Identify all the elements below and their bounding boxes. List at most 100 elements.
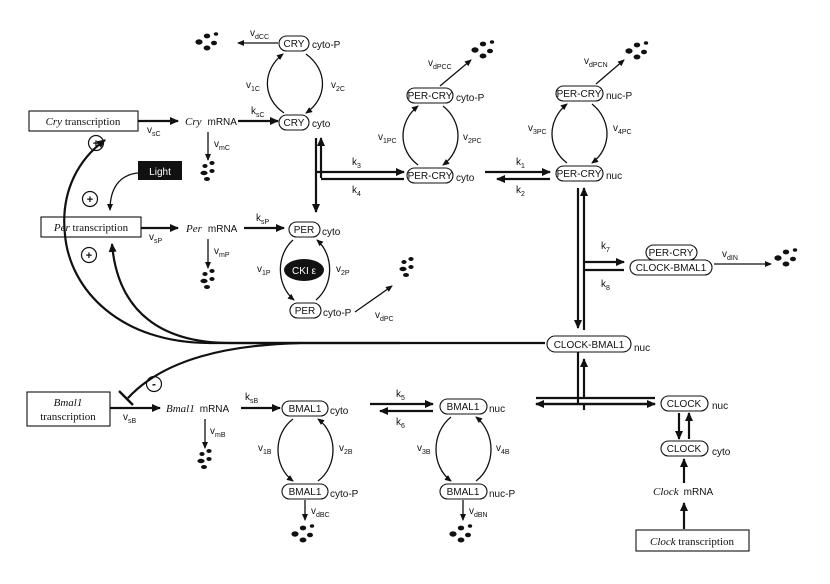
inactive-complex-degradation-products — [774, 248, 798, 267]
per-cry-nuc-degradation-products — [625, 41, 649, 60]
bmal1-nuc-dephosphorylation-arrow — [475, 416, 492, 482]
per-mrna-degradation-products — [200, 269, 215, 289]
svg-text:BMAL1: BMAL1 — [447, 487, 480, 498]
bmal1-nuc-p-node: BMAL1 nuc-P — [439, 483, 515, 500]
rate-vdCC: vdCC — [250, 28, 269, 41]
svg-text:cyto: cyto — [712, 447, 731, 458]
svg-text:cyto-P: cyto-P — [456, 93, 485, 104]
plus-sign-per: + — [80, 246, 98, 264]
rate-v2C: v2C — [331, 80, 345, 93]
svg-text:cyto: cyto — [312, 119, 331, 130]
cry-transcription-box: Cry transcription — [28, 110, 139, 132]
bmal1-cyto-degradation-products — [291, 524, 315, 543]
rate-vdBC: vdBC — [311, 506, 330, 519]
rate-v2PC: v2PC — [463, 132, 482, 145]
bmal1-nuc-degradation-products — [449, 524, 473, 543]
per-dephosphorylation-arrow — [315, 239, 331, 301]
rate-k5: k5 — [396, 389, 405, 402]
activation-per-feedback — [108, 243, 400, 345]
per-cry-nuc-degradation-arrow — [595, 59, 625, 85]
light-arrow — [107, 172, 139, 211]
per-cry-cyto-degradation-products — [471, 40, 495, 59]
svg-text:PER-CRY: PER-CRY — [557, 89, 602, 100]
rate-vdPC: vdPC — [375, 310, 394, 323]
bmal1-cyto-p-node: BMAL1 cyto-P — [281, 483, 359, 500]
rate-ksP: ksP — [256, 213, 270, 226]
svg-text:nuc-P: nuc-P — [606, 91, 632, 102]
clock-transcription-label: transcription — [676, 536, 735, 548]
rate-v1C: v1C — [246, 80, 260, 93]
rate-vdBN: vdBN — [469, 506, 488, 519]
per-degradation-products — [399, 257, 414, 277]
rate-k1: k1 — [516, 157, 525, 170]
per-cry-cyto-node: PER-CRY cyto — [406, 167, 475, 184]
svg-text:+: + — [93, 138, 99, 150]
rate-k2: k2 — [516, 185, 525, 198]
cry-cyto-p-node: CRY cyto-P — [278, 35, 341, 52]
svg-text:Clock transcription: Clock transcription — [650, 536, 735, 548]
rate-v2P: v2P — [336, 264, 350, 277]
rate-v3B: v3B — [417, 443, 431, 456]
rate-vdPCC: vdPCC — [428, 58, 452, 71]
svg-text:cyto-P: cyto-P — [330, 489, 359, 500]
svg-text:nuc: nuc — [712, 401, 728, 412]
cry-phosphorylation-arrow — [266, 53, 285, 114]
svg-text:BMAL1: BMAL1 — [289, 404, 322, 415]
rate-vsP: vsP — [149, 232, 163, 245]
rate-ksC: ksC — [251, 106, 265, 119]
svg-text:+: + — [86, 250, 92, 262]
rate-k8: k8 — [601, 279, 610, 292]
rate-v1PC: v1PC — [378, 132, 397, 145]
per-cry-nuc-phosphorylation-arrow — [551, 103, 568, 164]
minus-sign-bmal1: - — [145, 375, 163, 393]
per-degradation-arrow — [354, 285, 393, 313]
bmal1-transcription-label: transcription — [40, 411, 96, 423]
light-box: Light — [138, 161, 182, 180]
repression-bar — [118, 390, 134, 406]
svg-text:cyto: cyto — [456, 173, 475, 184]
svg-text:PER-CRY: PER-CRY — [649, 248, 694, 259]
svg-text:CLOCK: CLOCK — [667, 399, 702, 410]
rate-vmC: vmC — [214, 139, 230, 152]
rate-v1B: v1B — [258, 443, 272, 456]
per-cry-cyto-dephosphorylation-arrow — [442, 105, 459, 166]
bmal1-cyto-dephosphorylation-arrow — [317, 418, 334, 482]
clock-transcription-box: Clock transcription — [635, 529, 750, 552]
svg-text:CLOCK-BMAL1: CLOCK-BMAL1 — [554, 340, 625, 351]
per-gene-name: Per — [53, 222, 71, 234]
svg-text:nuc-P: nuc-P — [489, 489, 515, 500]
clock-bmal1-nuc-node: CLOCK-BMAL1 nuc — [546, 335, 650, 354]
svg-text:CLOCK-BMAL1: CLOCK-BMAL1 — [636, 263, 707, 274]
rate-k7: k7 — [601, 241, 610, 254]
per-cry-cyto-degradation-arrow — [439, 59, 472, 87]
svg-text:nuc: nuc — [606, 171, 622, 182]
svg-text:PER-CRY: PER-CRY — [557, 169, 602, 180]
svg-text:PER-CRY: PER-CRY — [408, 91, 453, 102]
svg-text:-: - — [152, 377, 156, 391]
bmal1-mrna-degradation-products — [197, 449, 212, 469]
per-transcription-box: Per transcription — [40, 216, 142, 238]
cki-epsilon-node: CKI ε — [284, 259, 324, 281]
svg-text:BMAL1: BMAL1 — [447, 402, 480, 413]
svg-text:cyto: cyto — [330, 406, 349, 417]
svg-text:cyto: cyto — [322, 227, 341, 238]
svg-text:PER: PER — [294, 225, 315, 236]
cry-transcription-label: transcription — [62, 116, 121, 128]
svg-text:nuc: nuc — [634, 343, 650, 354]
svg-text:CKI ε: CKI ε — [292, 266, 316, 277]
per-cry-nuc-node: PER-CRY nuc — [555, 165, 622, 182]
per-phosphorylation-arrow — [279, 239, 295, 301]
svg-text:CLOCK: CLOCK — [667, 444, 702, 455]
svg-text:PER-CRY: PER-CRY — [408, 171, 453, 182]
svg-text:CRY: CRY — [284, 39, 305, 50]
rate-vdPCN: vdPCN — [584, 56, 608, 69]
per-cyto-p-node: PER cyto-P — [289, 302, 352, 319]
bmal1-nuc-phosphorylation-arrow — [435, 416, 452, 482]
clock-nuc-node: CLOCK nuc — [660, 395, 728, 412]
per-cry-nuc-dephosphorylation-arrow — [591, 103, 608, 164]
rate-v4B: v4B — [496, 443, 510, 456]
